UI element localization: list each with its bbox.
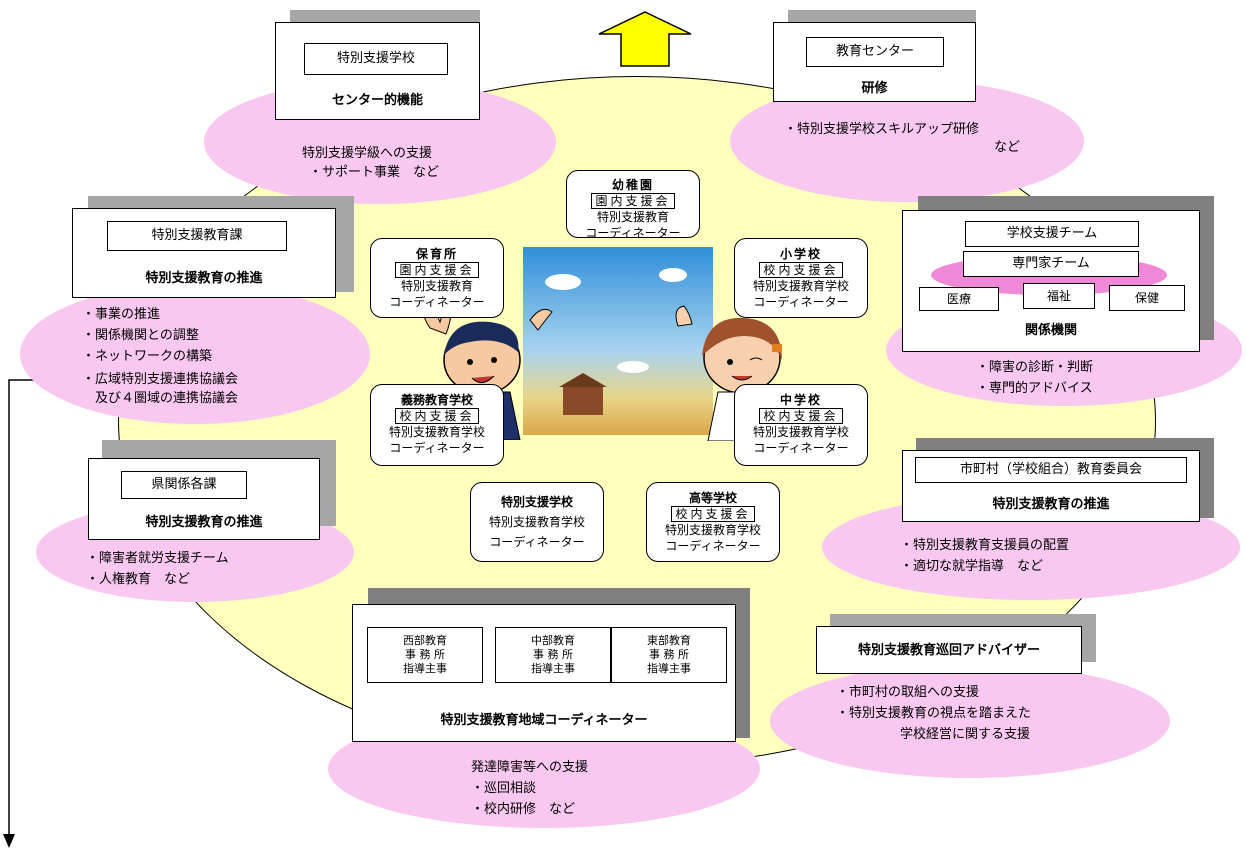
related-agencies-subtitle: 関係機関 — [1024, 323, 1077, 338]
node-committee: 校内支援会 — [671, 506, 755, 522]
node-committee: 園内支援会 — [395, 262, 479, 278]
division-item-3: ・ネットワークの構築 — [82, 349, 213, 364]
special-school-item-2: ・サポート事業 など — [309, 165, 440, 180]
edu-center-item-2: など — [994, 140, 1021, 155]
node-line1: 特別支援教育学校 — [488, 515, 585, 529]
edu-center-subtitle: 研修 — [861, 81, 888, 96]
pref-sections-item-2: ・人権教育 など — [86, 572, 191, 587]
related-agencies-item-2: ・専門的アドバイス — [976, 381, 1093, 396]
node-title: 幼稚園 — [611, 178, 654, 192]
regional-item-1: 発達障害等への支援 — [471, 760, 589, 775]
node-title: 保育所 — [415, 247, 458, 261]
advisor-subtitle: 特別支援教育巡回アドバイザー — [857, 643, 1040, 658]
edu-center-item-1: ・特別支援学校スキルアップ研修 — [784, 122, 980, 137]
division-item-1: ・事業の推進 — [82, 307, 161, 322]
east-line2: 事 務 所 — [649, 648, 689, 661]
advisor-item-2: ・特別支援教育の視点を踏まえた — [836, 706, 1032, 721]
municipal-item-1: ・特別支援教育支援員の配置 — [900, 538, 1070, 553]
division-block: 特別支援教育課 特別支援教育の推進 — [72, 208, 336, 298]
division-item-5: 及び４圏域の連携協議会 — [95, 391, 239, 406]
advisor-item-3: 学校経営に関する支援 — [900, 727, 1031, 742]
compulsory-school-node: 義務教育学校 校内支援会 特別支援教育学校 コーディネーター — [370, 384, 504, 466]
health-label: 保健 — [1109, 285, 1185, 311]
edu-center-block: 教育センター 研修 — [773, 22, 976, 102]
welfare-label: 福祉 — [1023, 283, 1095, 309]
node-title: 特別支援学校 — [500, 495, 573, 509]
municipal-block: 市町村（学校組合）教育委員会 特別支援教育の推進 — [902, 450, 1200, 522]
node-line1: 特別支援教育学校 — [752, 425, 849, 439]
node-title: 義務教育学校 — [400, 393, 473, 407]
node-line1: 特別支援教育 — [596, 210, 669, 224]
medical-label: 医療 — [919, 287, 999, 311]
kindergarten-node: 幼稚園 園内支援会 特別支援教育 コーディネーター — [566, 170, 700, 240]
elementary-node: 小学校 校内支援会 特別支援教育学校 コーディネーター — [734, 238, 868, 318]
east-office-box: 東部教育 事 務 所 指導主事 — [611, 627, 727, 683]
special-school-item-1: 特別支援学級への支援 — [302, 146, 433, 161]
regional-item-2: ・巡回相談 — [471, 781, 537, 796]
node-title: 中学校 — [779, 393, 822, 407]
division-subtitle: 特別支援教育の推進 — [145, 271, 263, 286]
junior-high-node: 中学校 校内支援会 特別支援教育学校 コーディネーター — [734, 384, 868, 466]
advisor-ellipse — [770, 664, 1170, 778]
node-line2: コーディネーター — [489, 535, 585, 549]
special-school-block: 特別支援学校 センター的機能 — [275, 22, 480, 120]
children-illustration — [523, 247, 713, 435]
municipal-subtitle: 特別支援教育の推進 — [992, 497, 1110, 512]
node-line1: 特別支援教育学校 — [752, 279, 849, 293]
node-committee: 校内支援会 — [395, 408, 479, 424]
node-committee: 校内支援会 — [759, 262, 843, 278]
edu-center-label: 教育センター — [806, 37, 944, 67]
central-line3: 指導主事 — [531, 662, 575, 675]
down-arrow-icon — [3, 379, 86, 848]
advisor-block: 特別支援教育巡回アドバイザー — [816, 626, 1082, 674]
west-line1: 西部教育 — [403, 634, 447, 647]
division-item-2: ・関係機関との調整 — [82, 328, 199, 343]
node-line1: 特別支援教育 — [400, 279, 473, 293]
division-ellipse — [20, 284, 370, 424]
nursery-node: 保育所 園内支援会 特別支援教育 コーディネーター — [370, 238, 504, 318]
advisor-item-1: ・市町村の取組への支援 — [836, 685, 980, 700]
central-line1: 中部教育 — [531, 634, 575, 647]
high-school-node: 高等学校 校内支援会 特別支援教育学校 コーディネーター — [646, 482, 780, 562]
node-line1: 特別支援教育学校 — [664, 523, 761, 537]
special-school-label: 特別支援学校 — [304, 43, 448, 75]
pref-sections-label: 県関係各課 — [121, 471, 247, 499]
pref-sections-subtitle: 特別支援教育の推進 — [145, 515, 263, 530]
node-line2: コーディネーター — [665, 539, 761, 553]
node-line2: コーディネーター — [389, 295, 485, 309]
node-committee: 園内支援会 — [591, 193, 675, 209]
municipal-label: 市町村（学校組合）教育委員会 — [915, 457, 1187, 483]
node-line2: コーディネーター — [585, 226, 681, 240]
central-line2: 事 務 所 — [533, 648, 573, 661]
special-school-node: 特別支援学校 特別支援教育学校 コーディネーター — [470, 482, 604, 562]
division-item-4: ・広域特別支援連携協議会 — [82, 370, 239, 389]
division-label: 特別支援教育課 — [107, 221, 287, 251]
support-team-label: 学校支援チーム — [965, 221, 1139, 247]
pref-sections-block: 県関係各課 特別支援教育の推進 — [88, 458, 320, 540]
node-line2: コーディネーター — [753, 441, 849, 455]
regional-block: 西部教育 事 務 所 指導主事 中部教育 事 務 所 指導主事 東部教育 事 務… — [352, 604, 736, 742]
east-line3: 指導主事 — [647, 662, 691, 675]
node-line1: 特別支援教育学校 — [388, 425, 485, 439]
node-committee: 校内支援会 — [759, 408, 843, 424]
node-line2: コーディネーター — [389, 441, 485, 455]
municipal-item-2: ・適切な就学指導 など — [900, 559, 1044, 574]
node-title: 高等学校 — [688, 491, 737, 505]
up-arrow-icon — [598, 11, 692, 67]
west-line2: 事 務 所 — [405, 648, 445, 661]
related-agencies-block: 学校支援チーム 専門家チーム 医療 福祉 保健 関係機関 — [902, 210, 1200, 352]
expert-team-label: 専門家チーム — [963, 251, 1139, 277]
regional-item-3: ・校内研修 など — [471, 802, 576, 817]
west-office-box: 西部教育 事 務 所 指導主事 — [367, 627, 483, 683]
regional-subtitle: 特別支援教育地域コーディネーター — [440, 713, 648, 728]
pref-sections-item-1: ・障害者就労支援チーム — [86, 551, 229, 566]
east-line1: 東部教育 — [647, 634, 691, 647]
node-title: 小学校 — [779, 247, 822, 261]
central-office-box: 中部教育 事 務 所 指導主事 — [495, 627, 611, 683]
related-agencies-item-1: ・障害の診断・判断 — [976, 360, 1094, 375]
special-school-subtitle: センター的機能 — [331, 93, 423, 108]
node-line2: コーディネーター — [753, 295, 849, 309]
west-line3: 指導主事 — [403, 662, 447, 675]
